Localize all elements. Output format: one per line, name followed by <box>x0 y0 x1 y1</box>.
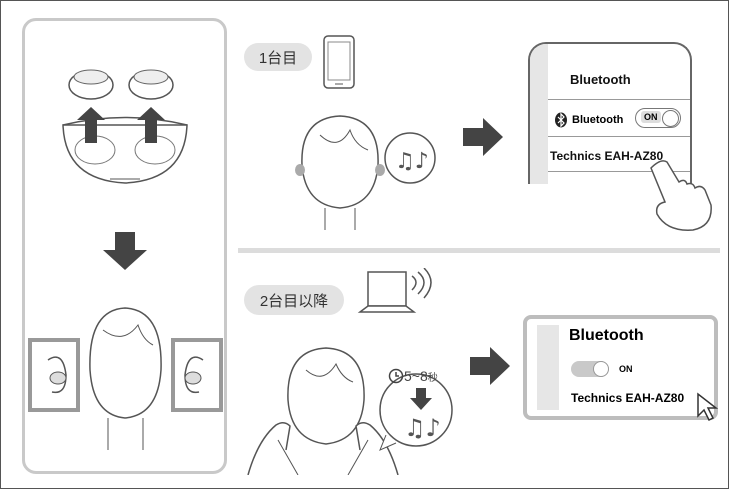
laptop-icon <box>357 268 432 313</box>
earbuds-panel <box>22 18 227 474</box>
phone-bluetooth-toggle[interactable]: ON <box>635 108 681 128</box>
music-notes-icon: ♫♪ <box>404 414 441 442</box>
right-arrow-icon <box>463 118 503 156</box>
separator <box>548 136 690 137</box>
section-divider <box>238 248 720 253</box>
down-arrow-icon <box>103 232 147 270</box>
pc-device-item[interactable]: Technics EAH-AZ80 <box>571 391 685 405</box>
phone-screen-sidebar <box>530 44 548 184</box>
hold-duration-value: 5~8 <box>404 368 428 384</box>
toggle-knob <box>662 110 679 127</box>
toggle-knob <box>593 361 609 377</box>
phone-bluetooth-title: Bluetooth <box>570 72 631 87</box>
bluetooth-icon <box>555 112 567 128</box>
phone-toggle-on-label: ON <box>641 111 661 123</box>
phone-device-item[interactable]: Technics EAH-AZ80 <box>550 149 664 163</box>
step2-pill: 2台目以降 <box>244 285 344 315</box>
pc-bluetooth-settings: Bluetooth ON Technics EAH-AZ80 <box>523 315 718 420</box>
earbuds-case-illustration <box>62 69 188 184</box>
wearing-earbuds-illustration <box>28 307 223 450</box>
phone-bluetooth-label: Bluetooth <box>572 114 624 126</box>
pc-bluetooth-toggle[interactable] <box>571 361 609 377</box>
small-down-arrow-icon <box>410 388 432 410</box>
hold-duration: 5~8 秒 <box>388 368 438 384</box>
pairing-head-illustration <box>247 347 399 475</box>
tap-hand-icon <box>650 160 712 231</box>
listener-head-illustration <box>295 115 385 230</box>
separator <box>548 171 690 172</box>
phone-bluetooth-settings: Bluetooth Bluetooth ON Technics EAH-AZ80 <box>528 42 692 184</box>
svg-text:♫♪: ♫♪ <box>395 149 429 174</box>
phone-bluetooth-row: Bluetooth <box>554 112 623 128</box>
clock-icon <box>388 368 404 384</box>
pc-bluetooth-title: Bluetooth <box>569 327 644 344</box>
music-note-bubble-icon: ♫♪ <box>384 132 436 184</box>
right-arrow-icon <box>470 347 510 385</box>
step1-pill: 1台目 <box>244 43 312 71</box>
separator <box>548 99 690 100</box>
pc-screen-sidebar <box>537 325 559 410</box>
smartphone-icon <box>323 35 355 89</box>
hold-duration-unit: 秒 <box>427 372 438 384</box>
pc-toggle-on-label: ON <box>619 364 633 374</box>
svg-text:♫♪: ♫♪ <box>404 414 441 442</box>
timer-bubble <box>379 373 453 451</box>
mouse-cursor-icon <box>697 392 719 422</box>
